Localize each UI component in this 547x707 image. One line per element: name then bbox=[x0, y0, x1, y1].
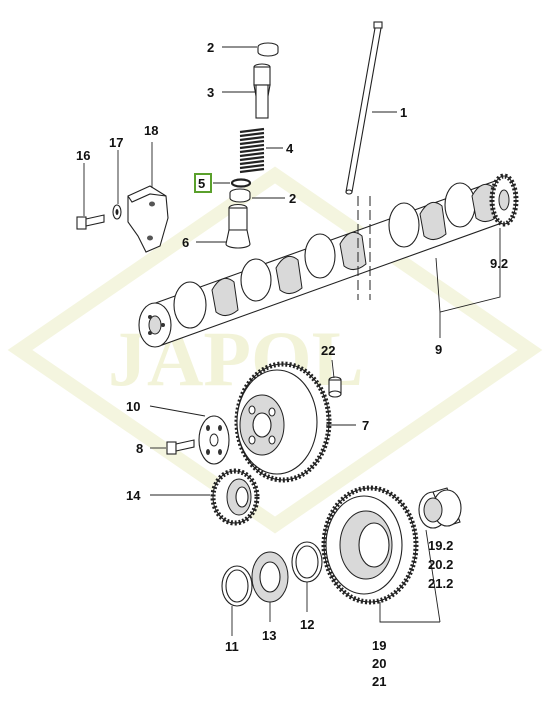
tappet-part[interactable] bbox=[225, 203, 251, 249]
dowel-22-part[interactable] bbox=[328, 376, 342, 398]
small-gear-14-part[interactable] bbox=[210, 468, 260, 526]
callout-2-top[interactable]: 2 bbox=[207, 40, 214, 55]
bushing-part[interactable] bbox=[418, 487, 462, 529]
bracket-18-part[interactable] bbox=[127, 185, 169, 253]
o-ring-part[interactable] bbox=[230, 178, 252, 188]
callout-9-2[interactable]: 9.2 bbox=[490, 256, 508, 271]
callout-19-2[interactable]: 19.2 bbox=[428, 538, 453, 553]
callout-21-2[interactable]: 21.2 bbox=[428, 576, 453, 591]
callout-13[interactable]: 13 bbox=[262, 628, 276, 643]
washer-17-part[interactable] bbox=[112, 204, 122, 220]
ring-11-part[interactable] bbox=[221, 565, 253, 607]
callout-9[interactable]: 9 bbox=[435, 342, 442, 357]
callout-21[interactable]: 21 bbox=[372, 674, 386, 689]
callout-18[interactable]: 18 bbox=[144, 123, 158, 138]
shim-13-part[interactable] bbox=[251, 551, 289, 603]
callout-1[interactable]: 1 bbox=[400, 105, 407, 120]
bolt-16-part[interactable] bbox=[76, 214, 105, 230]
spring-part[interactable] bbox=[239, 127, 265, 174]
bolt-8-part[interactable] bbox=[166, 439, 195, 455]
idler-gear-part[interactable] bbox=[321, 485, 419, 605]
callout-2-bottom[interactable]: 2 bbox=[289, 191, 296, 206]
callout-20[interactable]: 20 bbox=[372, 656, 386, 671]
callout-14[interactable]: 14 bbox=[126, 488, 141, 503]
callout-20-2[interactable]: 20.2 bbox=[428, 557, 453, 572]
callout-7[interactable]: 7 bbox=[362, 418, 369, 433]
callout-6[interactable]: 6 bbox=[182, 235, 189, 250]
callout-22[interactable]: 22 bbox=[321, 343, 335, 358]
flange-10-part[interactable] bbox=[198, 415, 230, 465]
tube-part[interactable] bbox=[253, 63, 271, 119]
callout-8[interactable]: 8 bbox=[136, 441, 143, 456]
spring-seat-top-part[interactable] bbox=[257, 42, 279, 57]
camshaft-part[interactable] bbox=[138, 179, 511, 348]
callout-17[interactable]: 17 bbox=[109, 135, 123, 150]
callout-19[interactable]: 19 bbox=[372, 638, 386, 653]
callout-11[interactable]: 11 bbox=[225, 639, 239, 654]
cam-gear-large-part[interactable] bbox=[234, 361, 332, 483]
pushrod-part[interactable] bbox=[345, 21, 383, 195]
callout-10[interactable]: 10 bbox=[126, 399, 140, 414]
callout-3[interactable]: 3 bbox=[207, 85, 214, 100]
camshaft-gear-part[interactable] bbox=[489, 173, 519, 227]
callout-16[interactable]: 16 bbox=[76, 148, 90, 163]
spring-seat-bottom-part[interactable] bbox=[229, 188, 251, 203]
callout-12[interactable]: 12 bbox=[300, 617, 314, 632]
ring-12-part[interactable] bbox=[291, 541, 323, 583]
callout-5-highlight bbox=[194, 173, 212, 193]
callout-5[interactable]: 5 bbox=[198, 176, 205, 191]
callout-4[interactable]: 4 bbox=[286, 141, 294, 156]
